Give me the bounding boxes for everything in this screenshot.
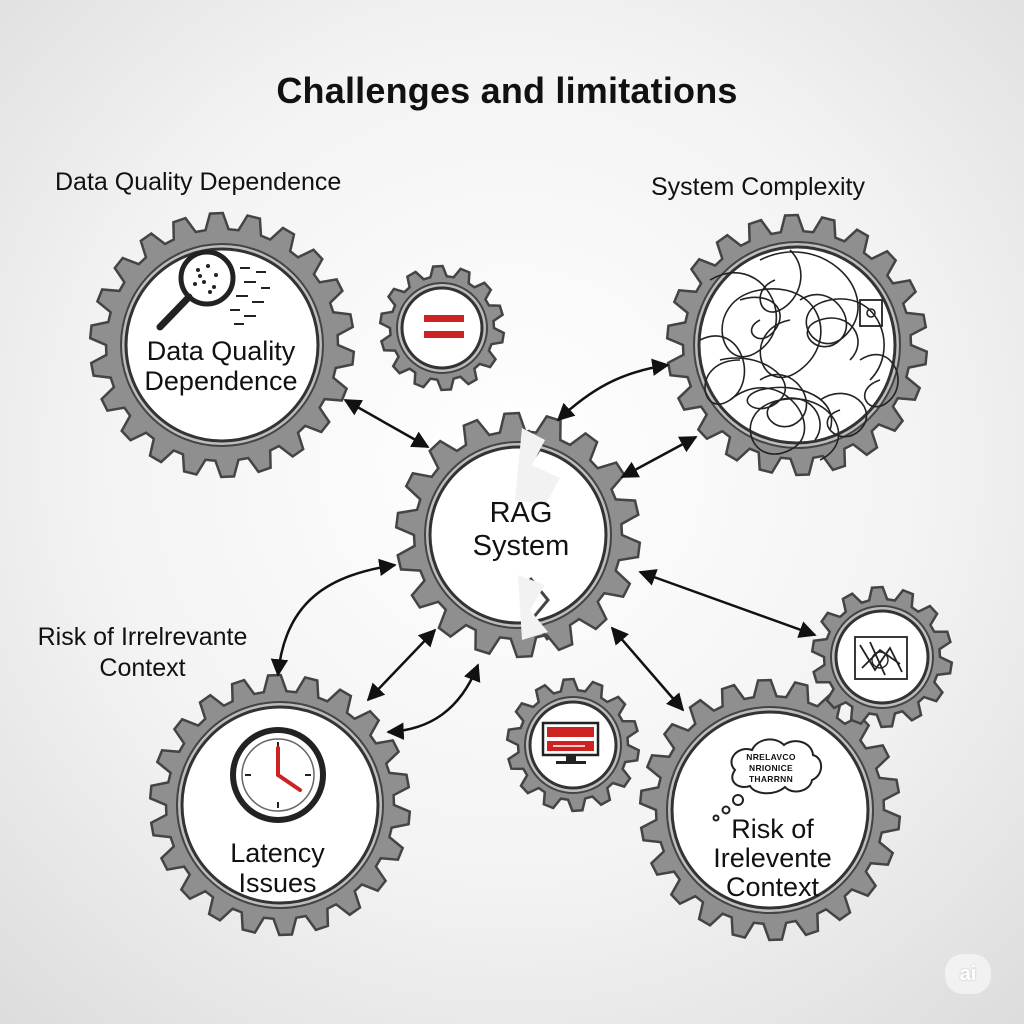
clock-icon	[230, 727, 326, 823]
rag-system-gear	[394, 411, 642, 659]
connector-arrows	[270, 358, 817, 740]
label-risk-context: Risk of Irrelrevante Context	[37, 623, 248, 682]
gear-text-data-quality: Data Quality Dependence	[144, 336, 298, 396]
arrow-rag-risk	[610, 626, 685, 712]
label-data-quality: Data Quality Dependence	[55, 168, 342, 196]
arrow-rag-latency	[366, 628, 437, 702]
data-quality-gear	[88, 211, 356, 479]
risk-context-gear	[638, 678, 902, 942]
rag-gear-gap-bottom	[518, 575, 548, 640]
ai-watermark: ai	[945, 954, 991, 994]
system-complexity-gear	[665, 213, 929, 477]
g-bc-face	[834, 609, 930, 705]
broken-chart-gear	[810, 585, 954, 729]
gear-text-rag: RAG System	[472, 497, 570, 562]
equals-gear	[378, 264, 506, 392]
broken-chart-icon	[854, 636, 908, 680]
g-eq-face	[400, 286, 484, 370]
label-system-complexity: System Complexity	[651, 173, 865, 201]
monitor-icon	[541, 721, 600, 764]
arrow-rag-riskleft	[270, 558, 397, 677]
g-rag-face	[428, 445, 608, 625]
g-dq-face	[124, 247, 320, 443]
thought-bubble-icon	[712, 738, 823, 822]
arrow-dq-rag	[343, 398, 430, 449]
arrow-rag-sc	[620, 435, 698, 479]
tangle-icon	[699, 249, 899, 461]
arrow-rag-sc-curve	[556, 358, 670, 422]
arrow-rag-latency-curve	[386, 663, 481, 740]
magnifier-icon	[156, 249, 270, 331]
thought-bubble-text: NRELAVCO NRIONICE THARRNN	[746, 752, 796, 784]
rag-gear-gap	[515, 428, 560, 505]
gear-text-latency: Latency Issues	[230, 838, 325, 898]
equals-icon	[424, 315, 464, 338]
arrow-rag-broken	[638, 569, 817, 638]
gear-text-risk-context: Risk of Irelevente Context	[713, 814, 832, 902]
diagram-title: Challenges and limitations	[276, 70, 738, 111]
